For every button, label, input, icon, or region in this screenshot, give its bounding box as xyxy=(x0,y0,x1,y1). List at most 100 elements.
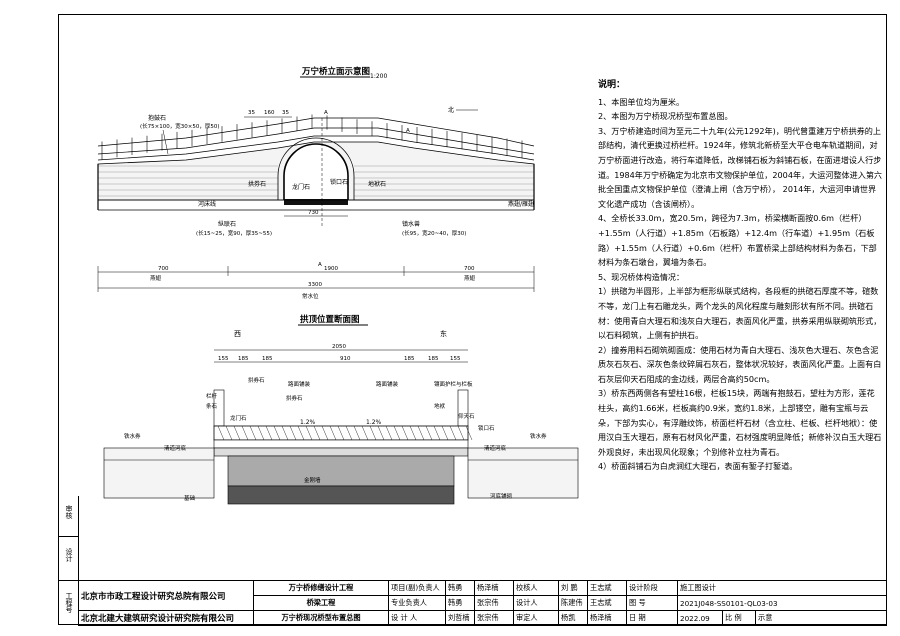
label-keystone: 锁口石 xyxy=(330,178,348,186)
dim-700a: 700 xyxy=(158,266,169,272)
dim-d: 910 xyxy=(340,356,351,362)
tb-name: 刘哲楠 xyxy=(445,610,475,626)
org-2: 北京北建大建筑研究设计研究院有限公司 xyxy=(78,610,254,626)
tb-signature: 王志斌 xyxy=(587,580,627,596)
label-arch-stone: 拱券石 xyxy=(248,180,266,188)
label-balustrade: 抱鼓石 xyxy=(148,114,166,122)
sec-label-18: 河底铺砌 xyxy=(490,492,513,500)
notes-title: 说明： xyxy=(598,80,626,90)
left-signature-strip xyxy=(58,496,79,625)
label-bank-wall: 燕翅/雁翅 xyxy=(508,200,534,208)
tb-name: 韩勇 xyxy=(445,580,475,596)
sec-label-11: 锁口石 xyxy=(478,424,495,432)
tb-role: 专业负责人 xyxy=(388,595,446,611)
dim-e: 185 xyxy=(404,356,415,362)
note-item: 4、全桥长33.0m，宽20.5m，跨径为7.3m，桥梁横断面按0.6m（栏杆）… xyxy=(598,213,877,268)
label-row-stone-spec: (长15~25，宽90，厚35~55) xyxy=(196,229,272,237)
project-name: 万宁桥修缮设计工程 xyxy=(253,580,389,596)
dim-3300: 3300 xyxy=(308,282,322,288)
note-item: 5、现况桥体构造情况： xyxy=(598,271,685,282)
section-drawing: 拱顶位置断面图 西 东 2050 155 185 185 910 185 185… xyxy=(103,314,579,505)
tb-role: 设计阶段 xyxy=(626,580,678,596)
label-east: 东 xyxy=(440,329,447,338)
tb-signature: 张宗伟 xyxy=(474,610,514,626)
tb-value: 2021J048-SS0101-QL03-03 xyxy=(677,595,887,611)
tb-signature: 杨泽楠 xyxy=(587,610,627,626)
label-dragon-gate: 龙门石 xyxy=(292,183,310,191)
elevation-scale: 1:200 xyxy=(370,73,387,80)
tb-role: 审定人 xyxy=(513,610,559,626)
side-label-c: 工程号 xyxy=(65,592,73,613)
tb-value: 施工图设计 xyxy=(677,580,887,596)
notes-panel: 说明： 1、本图单位均为厘米。 2、本图为万宁桥现况桥型布置总图。 3、万宁桥建… xyxy=(598,78,882,474)
tb-value: 2022.09 xyxy=(677,610,723,626)
section-title: 拱顶位置断面图 xyxy=(300,314,360,325)
sec-label-7: 拱券石 xyxy=(248,376,265,384)
dim-a: 155 xyxy=(218,356,229,362)
label-west: 西 xyxy=(234,330,241,338)
note-item: 2）撞券用料石砌筑砌面成：使用石材为青白大理石、浅灰色大理石、灰色含泥质灰石灰石… xyxy=(598,344,882,384)
side-label-b: 设计 xyxy=(65,548,73,562)
dim-total: 2050 xyxy=(332,344,346,350)
dim-b: 185 xyxy=(238,356,249,362)
label-zhen-shui-spec: (长95，宽20~40，厚30) xyxy=(402,229,466,237)
sec-label-15: 清道河底 xyxy=(484,444,507,452)
mark-axis: 常水位 xyxy=(302,292,319,300)
note-item: 3）桥东西两侧各有望柱16根，栏板15块，两端有抱鼓石，望柱为方形，莲花柱头，高… xyxy=(598,388,882,457)
sec-label-12: 铁水券 xyxy=(124,432,141,440)
subproject-name: 桥梁工程 xyxy=(253,595,389,611)
side-label-a: 审核 xyxy=(65,505,73,519)
riverbed-block xyxy=(284,199,348,205)
tb-role: 比 例 xyxy=(722,610,756,626)
dim-g: 155 xyxy=(450,356,461,362)
tb-role: 设计人 xyxy=(513,595,559,611)
label-north: 北 xyxy=(448,106,454,114)
sec-label-10: 仰天石 xyxy=(458,412,475,420)
tb-signature: 王志斌 xyxy=(587,595,627,611)
label-riverbed: 河床线 xyxy=(198,200,216,208)
sec-label-6: 拱券石 xyxy=(286,394,303,402)
sec-label-4: 路面铺装 xyxy=(288,380,311,388)
section-mark-c: A xyxy=(406,128,410,134)
dim-1900: 1900 xyxy=(324,266,338,272)
dim-c: 185 xyxy=(262,356,273,362)
note-item: 1）拱碹为半圆形，上半部为框形纵联式结构，各段框的拱碹石厚度不等，碹数不等，龙门… xyxy=(598,286,882,341)
tb-role: 图 号 xyxy=(626,595,678,611)
sec-label-9: 地袱 xyxy=(434,402,446,410)
drawing-name: 万宁桥现况桥型布置总图 xyxy=(253,610,389,626)
dim-35b: 35 xyxy=(282,110,289,116)
tb-role: 日 期 xyxy=(626,610,678,626)
label-zhen-shui: 镇水兽 xyxy=(402,220,420,228)
sec-label-5: 路面铺装 xyxy=(376,380,399,388)
tb-role: 设 计 人 xyxy=(388,610,446,626)
label-row-stone: 纵联石 xyxy=(218,220,236,228)
note-item: 4）桥面斜铺石为白虎涧红大理石，表面有錾子打錾道。 xyxy=(598,461,798,472)
dim-35a: 35 xyxy=(248,110,255,116)
dim-f: 185 xyxy=(428,356,439,362)
dim-700b: 700 xyxy=(464,266,475,272)
sec-label-14: 铁水券 xyxy=(530,432,547,440)
tb-role: 项目(副)负责人 xyxy=(388,580,446,596)
sec-label-17: 基础 xyxy=(184,494,196,502)
slope-right: 1.2% xyxy=(366,419,382,426)
label-balustrade-spec: (长75×100，宽30×50，厚50) xyxy=(140,122,220,130)
sec-label-13: 清道河底 xyxy=(164,444,187,452)
dim-730: 730 xyxy=(308,210,319,216)
sec-label-2: 条石 xyxy=(206,402,218,410)
sec-label-1: 栏杆 xyxy=(206,392,218,400)
elevation-title: 万宁桥立面示意图 xyxy=(301,66,370,77)
tb-name: 韩勇 xyxy=(445,595,475,611)
tb-signature: 张宗伟 xyxy=(474,595,514,611)
mark-side-right: 燕翅 xyxy=(464,274,476,282)
org-1: 北京市市政工程设计研究总院有限公司 xyxy=(78,580,254,611)
dim-160: 160 xyxy=(264,110,275,116)
slope-left: 1.2% xyxy=(300,419,316,426)
title-block: 北京市市政工程设计研究总院有限公司 万宁桥修缮设计工程 项目(副)负责人 韩勇 … xyxy=(78,580,887,626)
mark-side-left: 燕翅 xyxy=(150,274,162,282)
note-item: 2、本图为万宁桥现况桥型布置总图。 xyxy=(598,111,733,122)
section-mark-b: A xyxy=(318,262,322,268)
tb-role: 校核人 xyxy=(513,580,559,596)
tb-value: 示意 xyxy=(755,610,887,626)
section-mark-a: A xyxy=(324,110,328,116)
sec-label-8: 镶面护栏与栏板 xyxy=(434,380,473,388)
